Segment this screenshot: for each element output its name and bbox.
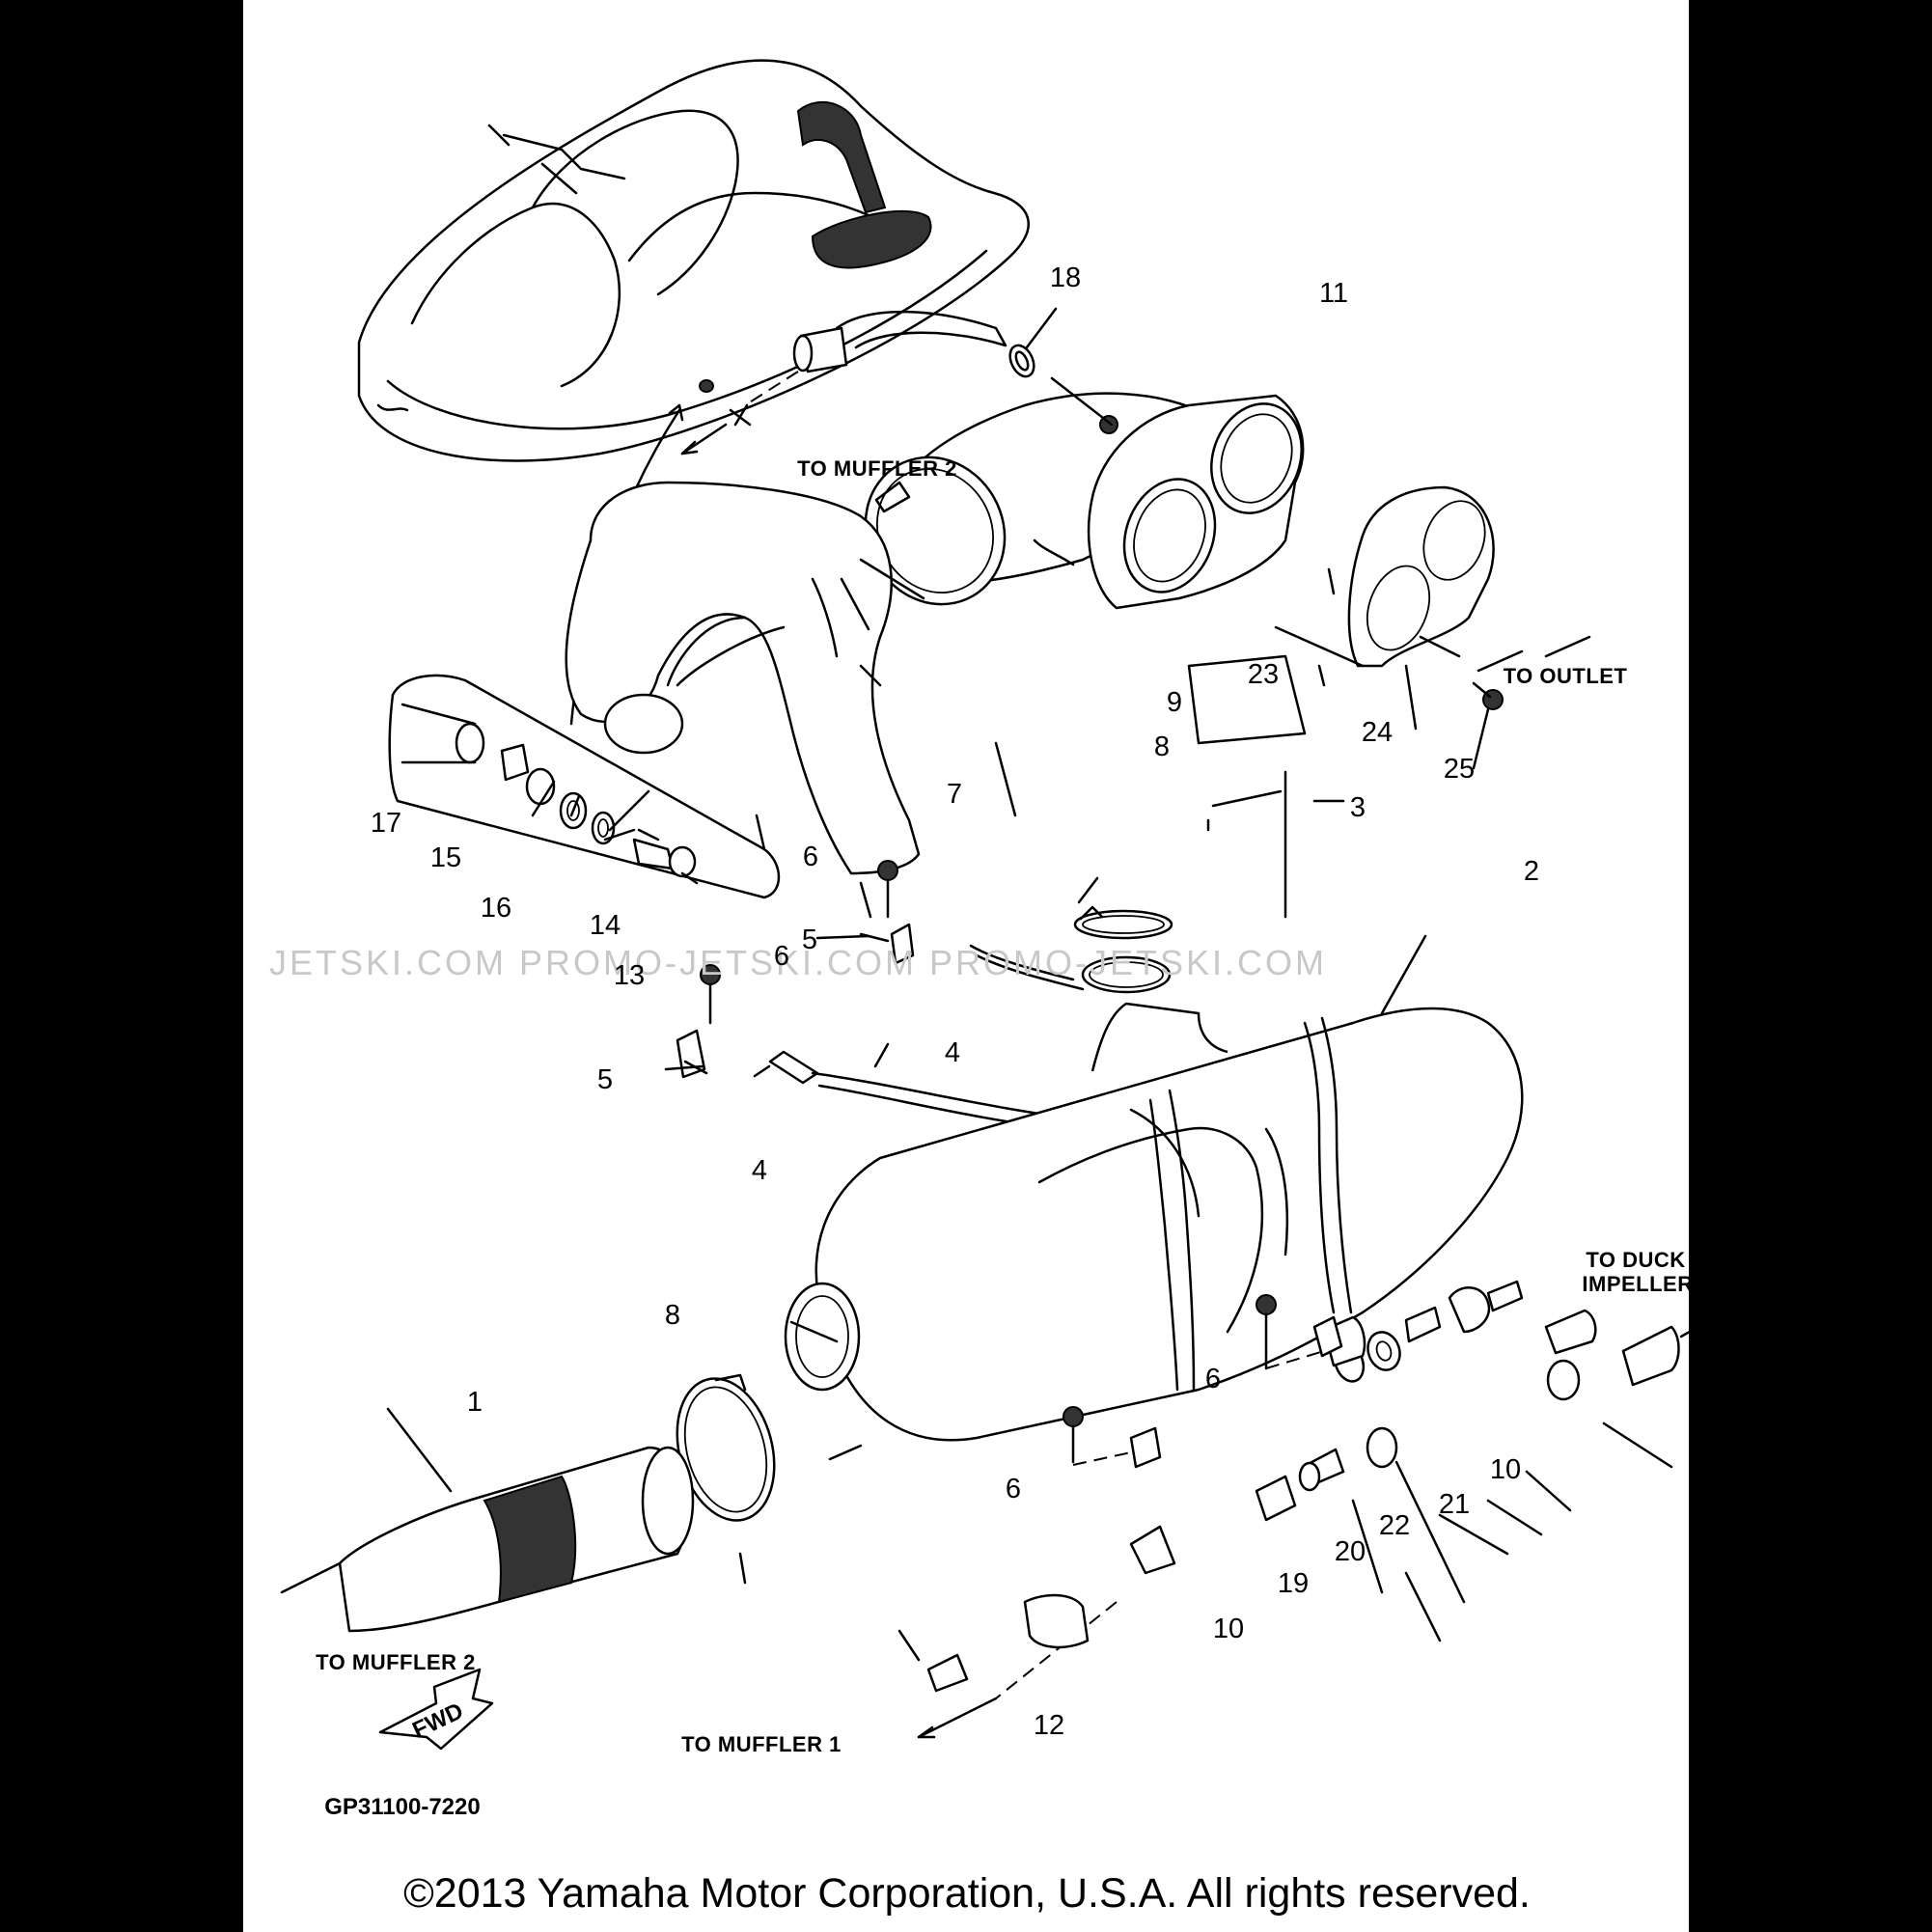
callout-9: 9 (1167, 687, 1182, 718)
callout-23: 23 (1248, 659, 1279, 690)
pipe-1 (280, 1446, 695, 1633)
callout-1: 1 (467, 1387, 483, 1418)
callout-6c: 6 (1205, 1364, 1221, 1394)
callout-6d: 6 (1006, 1474, 1021, 1504)
callout-13: 13 (614, 960, 645, 991)
callout-7: 7 (947, 779, 962, 810)
to-duck-label-line2: IMPELLER (1582, 1272, 1689, 1296)
hose-18-assembly (680, 310, 1007, 455)
exhaust-manifold (864, 376, 1495, 668)
copyright-notice: ©2013 Yamaha Motor Corporation, U.S.A. A… (403, 1870, 1531, 1917)
callout-12: 12 (1034, 1710, 1064, 1741)
exhaust-pipe-7 (565, 481, 921, 875)
to-outlet-label: TO OUTLET (1504, 664, 1628, 688)
callout-11: 11 (1319, 278, 1348, 309)
callout-24: 24 (1362, 717, 1393, 748)
to-muffler-2-top-label: TO MUFFLER 2 (797, 456, 957, 481)
gasket-3 (1187, 654, 1345, 919)
callout-10a: 10 (1490, 1454, 1521, 1485)
callout-10b: 10 (1213, 1614, 1244, 1644)
callout-4a: 4 (945, 1037, 960, 1068)
fwd-arrow: FWD (378, 1668, 494, 1751)
callout-18: 18 (1050, 262, 1081, 293)
callout-15: 15 (430, 842, 461, 873)
callout-leaders (386, 558, 1673, 1662)
watercraft-illustration (357, 59, 1030, 462)
watermark: JETSKI.COM PROMO-JETSKI.COM PROMO-JETSKI… (269, 943, 1327, 982)
callout-5a: 5 (802, 925, 817, 955)
diagram-sheet: FWD JETSKI.COM PROMO-JETSKI.COM PROMO-JE… (243, 0, 1689, 1932)
callout-16: 16 (481, 893, 511, 924)
callout-8b: 8 (665, 1300, 680, 1331)
callout-25: 25 (1444, 754, 1475, 785)
fittings-lower (917, 1280, 1689, 1739)
hull-bracket (388, 674, 781, 899)
to-duck-label-line1: TO DUCK (1586, 1248, 1685, 1272)
callout-20: 20 (1335, 1536, 1366, 1567)
clamp-8-upper (1073, 905, 1173, 940)
callout-6a: 6 (803, 842, 818, 872)
callout-5b: 5 (597, 1064, 613, 1095)
bolt-25 (1472, 681, 1504, 710)
callout-6b: 6 (774, 941, 789, 972)
clamp-11 (1008, 307, 1058, 378)
callout-2: 2 (1524, 856, 1539, 887)
callout-22: 22 (1379, 1510, 1410, 1541)
callout-4b: 4 (752, 1155, 767, 1186)
exhaust-parts-diagram: FWD JETSKI.COM PROMO-JETSKI.COM PROMO-JE… (269, 59, 1689, 1917)
to-muffler-1-label: TO MUFFLER 1 (681, 1732, 842, 1756)
callout-19: 19 (1278, 1568, 1309, 1599)
callout-21: 21 (1439, 1489, 1470, 1520)
diagram-code: GP31100-7220 (324, 1794, 480, 1820)
fasteners-lower (1063, 1294, 1343, 1469)
callout-14: 14 (590, 910, 621, 941)
to-muffler-2-bottom-label: TO MUFFLER 2 (316, 1650, 476, 1674)
callout-8a: 8 (1154, 731, 1170, 762)
callout-17: 17 (371, 808, 401, 839)
callout-3: 3 (1350, 792, 1366, 823)
muffler-2 (784, 955, 1524, 1442)
